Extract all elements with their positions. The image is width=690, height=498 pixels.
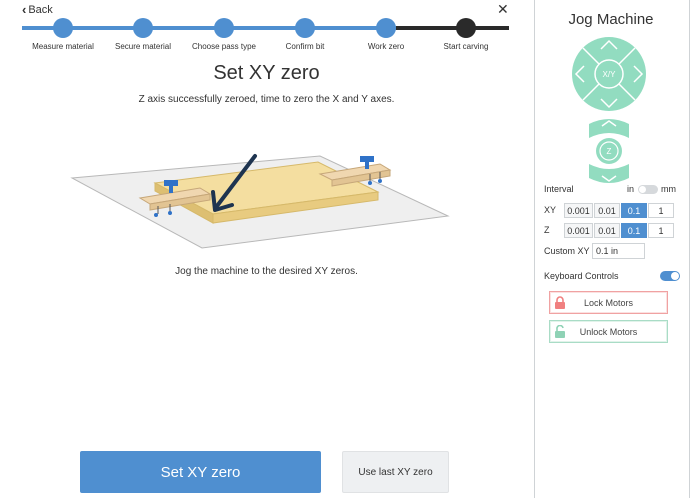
lock-open-icon — [555, 325, 565, 338]
unlock-motors-label: Unlock Motors — [579, 326, 638, 337]
z-up-icon — [601, 120, 617, 127]
step-label: Measure material — [32, 42, 94, 51]
use-last-xy-zero-button[interactable]: Use last XY zero — [342, 451, 449, 493]
right-clamp-screw — [368, 181, 372, 185]
step-dot — [456, 18, 476, 38]
xy-interval-01[interactable]: 0.1 — [621, 203, 647, 218]
step-confirm-bit[interactable]: Confirm bit — [255, 18, 355, 51]
page-title: Set XY zero — [213, 62, 320, 84]
z-row-label: Z — [544, 225, 550, 235]
z-jog-pad: Z — [589, 119, 629, 183]
chevron-left-icon: ‹ — [22, 2, 27, 17]
z-down-icon — [601, 175, 617, 182]
toggle-knob — [671, 272, 679, 280]
units-toggle[interactable] — [638, 185, 658, 194]
instruction-text: Jog the machine to the desired XY zeros. — [175, 266, 358, 277]
step-work-zero[interactable]: Work zero — [336, 18, 436, 51]
close-icon[interactable]: ✕ — [497, 1, 509, 17]
interval-row: Interval in mm — [544, 184, 678, 196]
step-measure-material[interactable]: Measure material — [13, 18, 113, 51]
custom-xy-input[interactable] — [592, 243, 645, 259]
lock-closed-icon — [555, 296, 565, 309]
step-label: Secure material — [114, 42, 172, 51]
step-start-carving[interactable]: Start carving — [416, 18, 516, 51]
xy-home-button[interactable] — [594, 59, 624, 89]
right-clamp-screw — [378, 179, 382, 183]
z-interval-001[interactable]: 0.01 — [594, 223, 620, 238]
right-clamp-face — [331, 169, 391, 187]
unit-in-label: in — [627, 184, 635, 194]
step-dot — [53, 18, 73, 38]
jog-left-icon[interactable] — [574, 65, 585, 83]
jog-down-icon[interactable] — [600, 98, 618, 109]
custom-xy-label: Custom XY — [544, 246, 590, 256]
progress-stepper: Measure material Secure material Choose … — [22, 18, 509, 54]
step-dot — [376, 18, 396, 38]
stepper-track-remaining — [396, 26, 509, 30]
xy-row-label: XY — [544, 205, 557, 215]
jog-right-icon[interactable] — [633, 65, 644, 83]
xy-jog-pad: X/Y — [572, 37, 646, 111]
xy-interval-0001[interactable]: 0.001 — [564, 203, 593, 218]
left-clamp-stem — [169, 185, 173, 193]
toggle-knob — [639, 186, 646, 193]
step-dot — [295, 18, 315, 38]
jog-sidebar: Jog Machine X/Y Z Interval in mm XY 0.00… — [534, 0, 690, 498]
jog-up-icon[interactable] — [600, 39, 618, 50]
keyboard-controls-toggle[interactable] — [660, 271, 680, 281]
xy-interval-row: XY 0.001 0.01 0.1 1 — [544, 203, 678, 218]
z-pad-label: Z — [607, 147, 612, 156]
z-interval-01[interactable]: 0.1 — [621, 223, 647, 238]
sidebar-title: Jog Machine — [568, 11, 654, 28]
xy-pad-label: X/Y — [603, 70, 617, 79]
step-label: Choose pass type — [191, 42, 257, 51]
step-choose-pass-type[interactable]: Choose pass type — [174, 18, 274, 51]
left-clamp-screw — [168, 211, 172, 215]
set-xy-zero-button[interactable]: Set XY zero — [80, 451, 321, 493]
back-button[interactable]: ‹ Back — [22, 3, 53, 16]
zero-arrow-shaft — [215, 154, 257, 208]
step-dot — [133, 18, 153, 38]
back-label: Back — [28, 3, 53, 16]
keyboard-controls-row: Keyboard Controls — [544, 271, 680, 283]
lock-motors-label: Lock Motors — [583, 297, 634, 308]
left-clamp-screw — [154, 213, 158, 217]
main-panel: ‹ Back ✕ Measure material Secure materia… — [22, 1, 509, 493]
stepper-track-done — [22, 26, 396, 30]
lock-motors-button[interactable]: Lock Motors — [549, 291, 668, 314]
keyboard-controls-label: Keyboard Controls — [544, 271, 619, 281]
z-down-button[interactable] — [589, 164, 629, 183]
z-home-button[interactable] — [599, 141, 619, 161]
z-interval-1[interactable]: 1 — [648, 223, 674, 238]
z-interval-row: Z 0.001 0.01 0.1 1 — [544, 223, 678, 238]
step-label: Start carving — [443, 42, 489, 51]
z-interval-0001[interactable]: 0.001 — [564, 223, 593, 238]
arrow-down-left-icon — [211, 190, 234, 212]
xy-interval-1[interactable]: 1 — [648, 203, 674, 218]
left-clamp-face — [149, 193, 211, 211]
page-subtitle: Z axis successfully zeroed, time to zero… — [138, 94, 395, 105]
unlock-motors-button[interactable]: Unlock Motors — [549, 320, 668, 343]
xy-interval-001[interactable]: 0.01 — [594, 203, 620, 218]
step-label: Work zero — [367, 42, 405, 51]
unit-mm-label: mm — [661, 184, 676, 194]
step-secure-material[interactable]: Secure material — [93, 18, 193, 51]
right-clamp-knob — [360, 156, 374, 162]
step-dot — [214, 18, 234, 38]
right-clamp-stem — [365, 161, 369, 169]
interval-label: Interval — [544, 184, 574, 194]
xy-zero-illustration — [70, 154, 450, 249]
step-label: Confirm bit — [285, 42, 325, 51]
custom-xy-row: Custom XY — [544, 243, 678, 259]
left-clamp-knob — [164, 180, 178, 186]
z-up-button[interactable] — [589, 119, 629, 138]
